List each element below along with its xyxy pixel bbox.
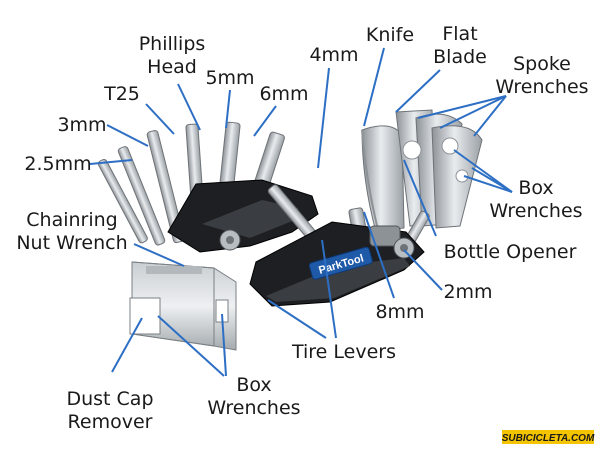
leader-lines (89, 47, 513, 377)
labels: Phillips Head T25 5mm 6mm 3mm 2.5mm 4mm … (16, 23, 588, 433)
leader-t25 (145, 103, 175, 135)
leader-knife (363, 47, 385, 127)
label-dustcap-line1: Dust Cap (66, 388, 153, 410)
left-multitool (97, 121, 319, 253)
label-chainring-line1: Chainring (26, 209, 117, 231)
pivot-spring (369, 225, 401, 247)
label-spoke-line1: Spoke (513, 53, 571, 75)
leader-box-right-3 (471, 167, 513, 193)
watermark-text: SUBICICLETA.COM (502, 433, 595, 444)
label-dustcap-line2: Remover (68, 411, 153, 433)
label-box-right-line1: Box (518, 177, 553, 199)
label-5mm: 5mm (205, 67, 254, 89)
label-phillips-line1: Phillips (139, 33, 206, 55)
label-6mm: 6mm (259, 83, 308, 105)
label-tire-levers: Tire Levers (291, 341, 396, 363)
label-box-right-line2: Wrenches (489, 200, 582, 222)
leader-4mm (317, 67, 330, 169)
label-bottle-opener: Bottle Opener (444, 241, 577, 263)
hex-key-2-5mm (97, 158, 148, 244)
leader-box-right-1 (453, 149, 513, 193)
leader-8mm (363, 211, 395, 299)
leader-2-5mm (89, 159, 133, 165)
leader-box-bottom-2 (221, 313, 227, 377)
label-spoke-line2: Wrenches (495, 76, 588, 98)
right-multitool: ParkTool (249, 109, 483, 307)
label-flat-line1: Flat (442, 23, 477, 45)
left-body-highlight (202, 200, 300, 238)
leader-flat-blade (395, 69, 441, 113)
leader-spoke-1 (417, 95, 507, 119)
leader-spoke-3 (473, 95, 507, 137)
knife-serration (361, 129, 379, 231)
label-4mm: 4mm (309, 44, 358, 66)
leader-box-bottom-1 (157, 315, 225, 377)
label-box-bottom-line1: Box (236, 374, 271, 396)
label-chainring-line2: Nut Wrench (16, 232, 127, 254)
label-2-5mm: 2.5mm (24, 153, 91, 175)
bottle-opener-hole (402, 140, 422, 160)
label-t25: T25 (103, 83, 140, 105)
hex-key-3mm (117, 146, 166, 246)
torx-t25 (146, 130, 185, 244)
leader-tire-1 (267, 299, 327, 339)
leader-6mm (253, 105, 277, 137)
leader-3mm (106, 124, 149, 147)
left-pivot-hex (226, 236, 234, 244)
label-box-bottom-line2: Wrenches (207, 397, 300, 419)
box-wrench-hole-2 (455, 169, 469, 183)
leader-phillips (177, 83, 201, 131)
label-flat-line2: Blade (433, 46, 487, 68)
label-3mm: 3mm (57, 114, 106, 136)
leader-tire-2 (321, 239, 337, 339)
label-2mm: 2mm (443, 281, 492, 303)
dust-cap-slot (129, 297, 161, 335)
leader-box-right-2 (463, 175, 513, 193)
tire-lever-edge (266, 258, 410, 302)
leader-chainring (133, 243, 185, 267)
leader-bottle-opener (403, 159, 437, 237)
brand-badge-plate (308, 246, 373, 280)
watermark: SUBICICLETA.COM (502, 430, 595, 444)
leader-spoke-2 (439, 95, 507, 129)
chainring-nut-notch (146, 266, 202, 274)
label-phillips-line2: Head (147, 56, 197, 78)
leader-2mm (403, 249, 443, 291)
label-8mm: 8mm (375, 301, 424, 323)
leader-dust-cap (111, 317, 143, 373)
chainring-tool (129, 261, 237, 351)
label-knife: Knife (366, 24, 414, 46)
watermark-plate (502, 430, 594, 444)
right-pivot-hex (400, 244, 408, 252)
leader-5mm (225, 89, 231, 129)
